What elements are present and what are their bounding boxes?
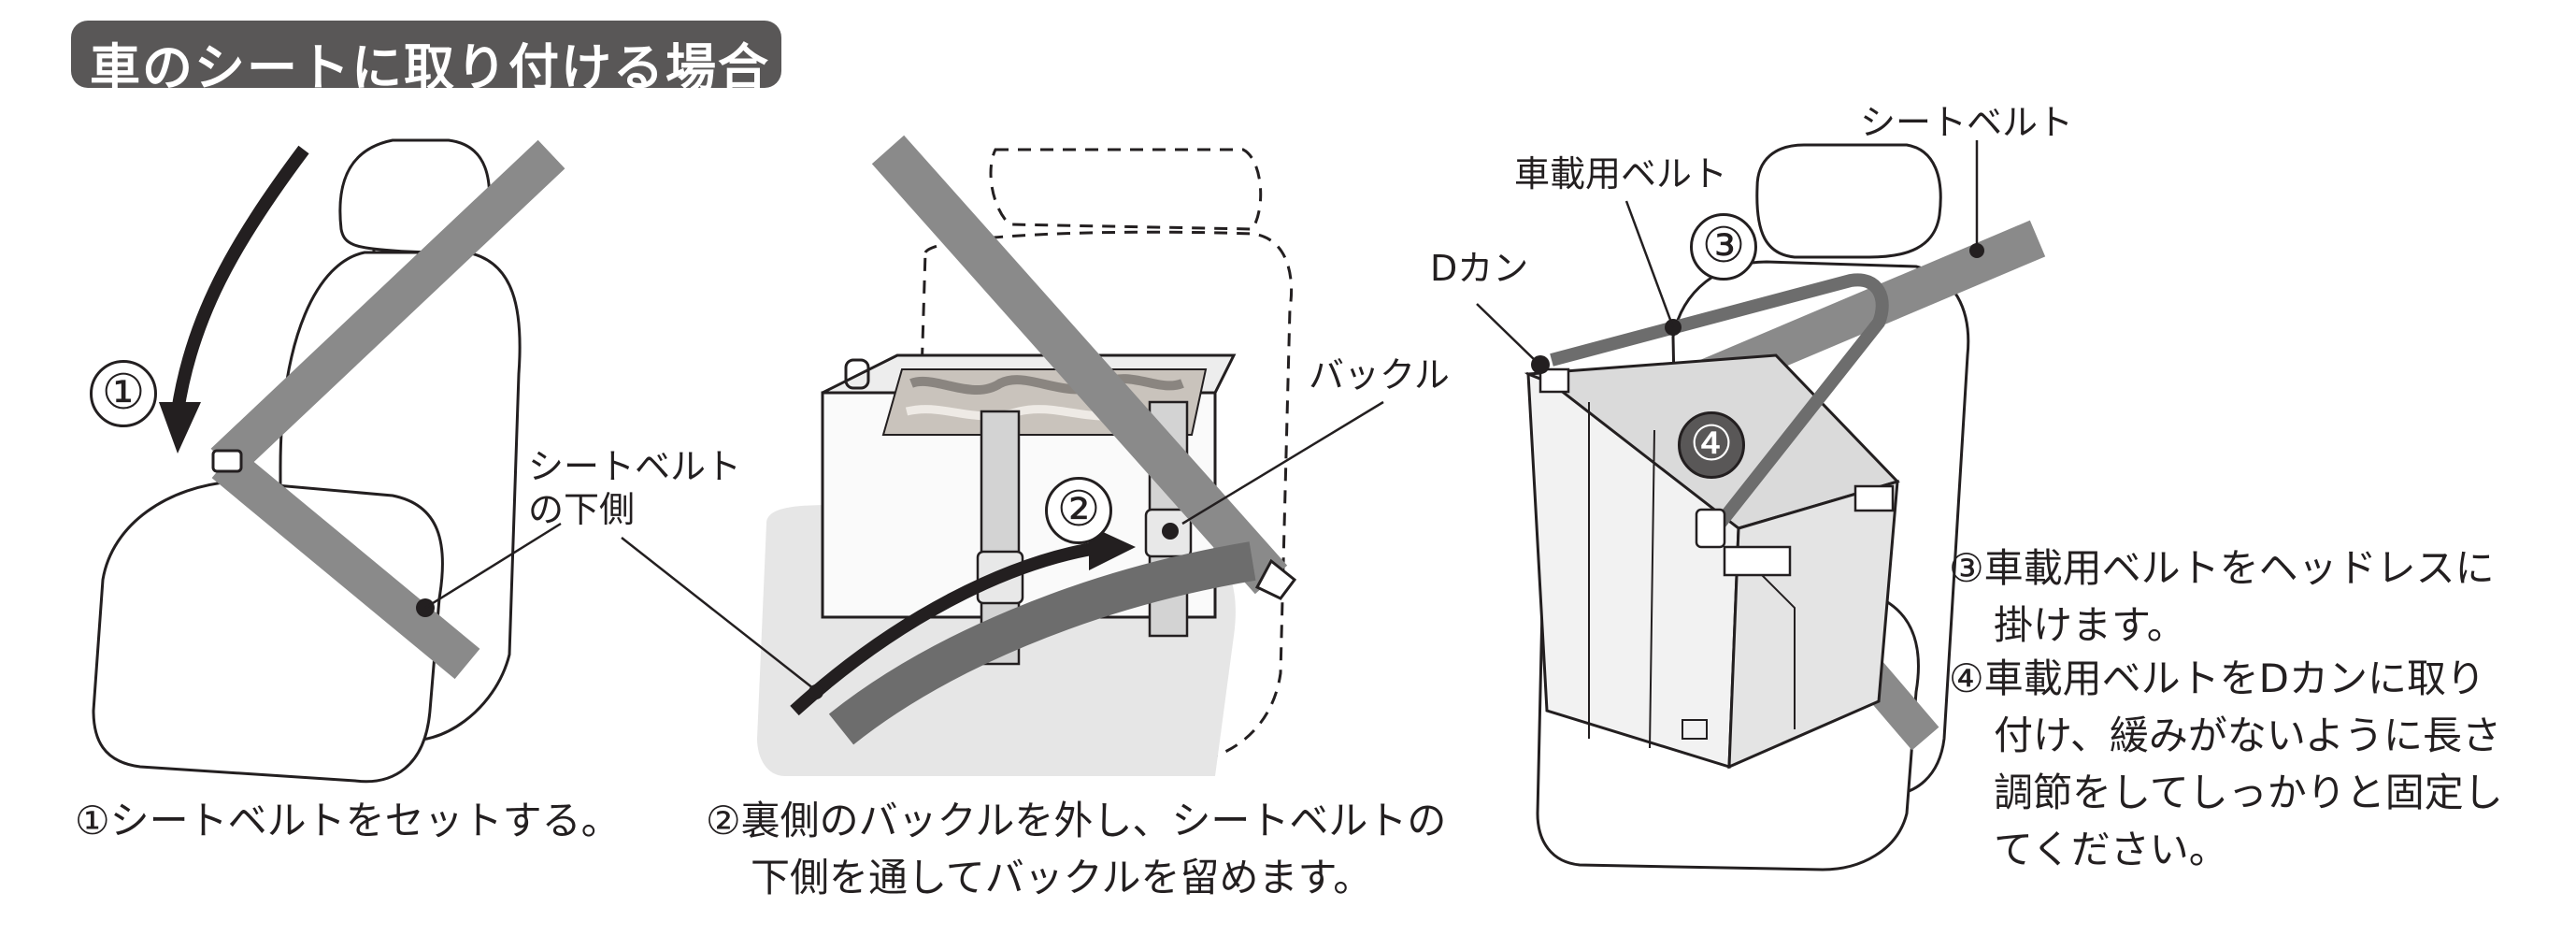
panel-2-leaders <box>621 400 1384 693</box>
step-1-number: ① <box>90 360 157 427</box>
step-4-number: ④ <box>1678 411 1745 479</box>
title-badge <box>71 21 781 88</box>
panel-3-leaders <box>1476 140 1979 364</box>
page-title: 車のシートに取り付ける場合 <box>90 38 770 97</box>
label-seatbelt-under-line2: の下側 <box>528 489 636 530</box>
step-4-caption: ④車載用ベルトをDカンに取り 付け、緩みがないように長さ 調節をしてしっかりと固… <box>1949 651 2503 879</box>
caption-line: ③車載用ベルトをヘッドレスに <box>1949 545 2495 591</box>
caption-line: 調節をしてしっかりと固定し <box>1994 769 2503 815</box>
label-seatbelt: シートベルト <box>1860 102 2074 143</box>
caption-line: ④車載用ベルトをDカンに取り <box>1949 655 2485 701</box>
label-seatbelt-under-line1: シートベルト <box>528 446 742 487</box>
step-1-caption: ①シートベルトをセットする。 <box>75 793 621 850</box>
panel-1-arrow <box>159 145 309 454</box>
caption-line: 下側を通してバックルを留めます。 <box>751 854 1373 900</box>
panel-1-belt <box>210 139 565 680</box>
caption-line: ①シートベルトをセットする。 <box>75 798 621 843</box>
caption-line: 付け、緩みがないように長さ <box>1994 712 2502 758</box>
caption-line: 掛けます。 <box>1994 601 2186 648</box>
step-3-number: ③ <box>1690 213 1757 281</box>
leader-dot <box>809 684 823 699</box>
caption-line: てください。 <box>1994 826 2228 872</box>
label-buckle: バックル <box>1309 354 1450 396</box>
step-2-number: ② <box>1045 477 1112 544</box>
step-2-caption: ②裏側のバックルを外し、シートベルトの 下側を通してバックルを留めます。 <box>706 793 1446 907</box>
label-car-belt: 車載用ベルト <box>1514 153 1728 194</box>
caption-line: ②裏側のバックルを外し、シートベルトの <box>706 798 1447 843</box>
leader-dot <box>1969 243 1984 258</box>
panel-2-arrow <box>790 526 1136 716</box>
step-3-caption: ③車載用ベルトをヘッドレスに 掛けます。 <box>1949 540 2495 655</box>
label-d-ring: Dカン <box>1430 248 1529 289</box>
